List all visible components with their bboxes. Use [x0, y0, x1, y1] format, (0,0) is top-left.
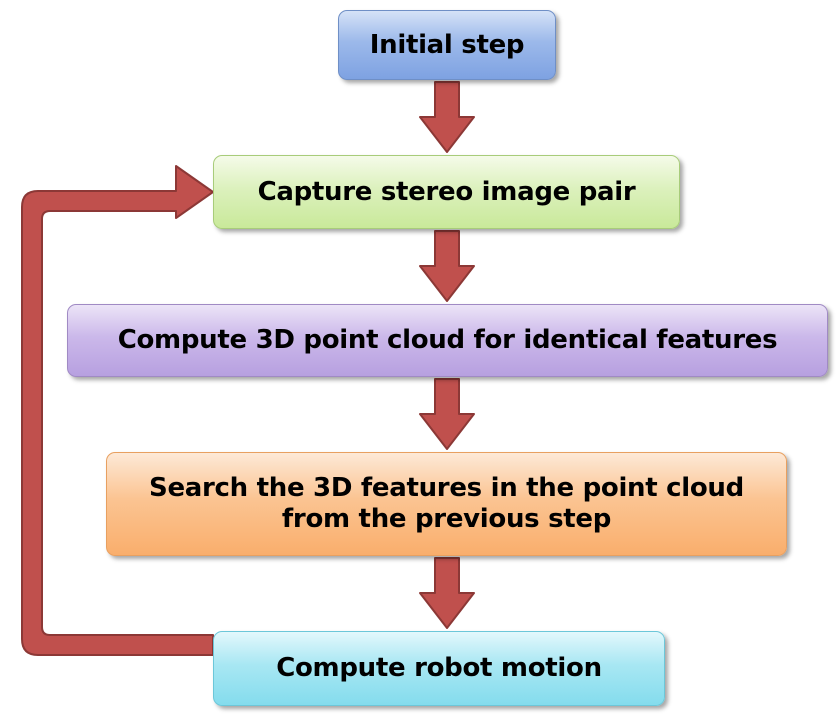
arrow-capture-to-compute3d [419, 230, 475, 302]
step-compute-point-cloud: Compute 3D point cloud for identical fea… [67, 304, 828, 377]
step-search-features-label-line1: Search the 3D features in the point clou… [149, 473, 744, 504]
step-capture-stereo-label: Capture stereo image pair [257, 176, 636, 207]
step-search-features: Search the 3D features in the point clou… [106, 452, 787, 556]
step-initial-label: Initial step [369, 29, 525, 60]
step-compute-robot-motion: Compute robot motion [213, 631, 665, 706]
step-capture-stereo: Capture stereo image pair [213, 155, 680, 229]
step-search-features-label-line2: from the previous step [281, 504, 612, 534]
loop-back-arrow [21, 165, 214, 656]
step-compute-robot-motion-label: Compute robot motion [276, 653, 602, 684]
step-initial: Initial step [338, 10, 556, 80]
arrow-search-to-motion [419, 557, 475, 629]
arrow-compute3d-to-search [419, 378, 475, 450]
arrow-initial-to-capture [419, 81, 475, 153]
step-compute-point-cloud-label: Compute 3D point cloud for identical fea… [117, 325, 778, 356]
